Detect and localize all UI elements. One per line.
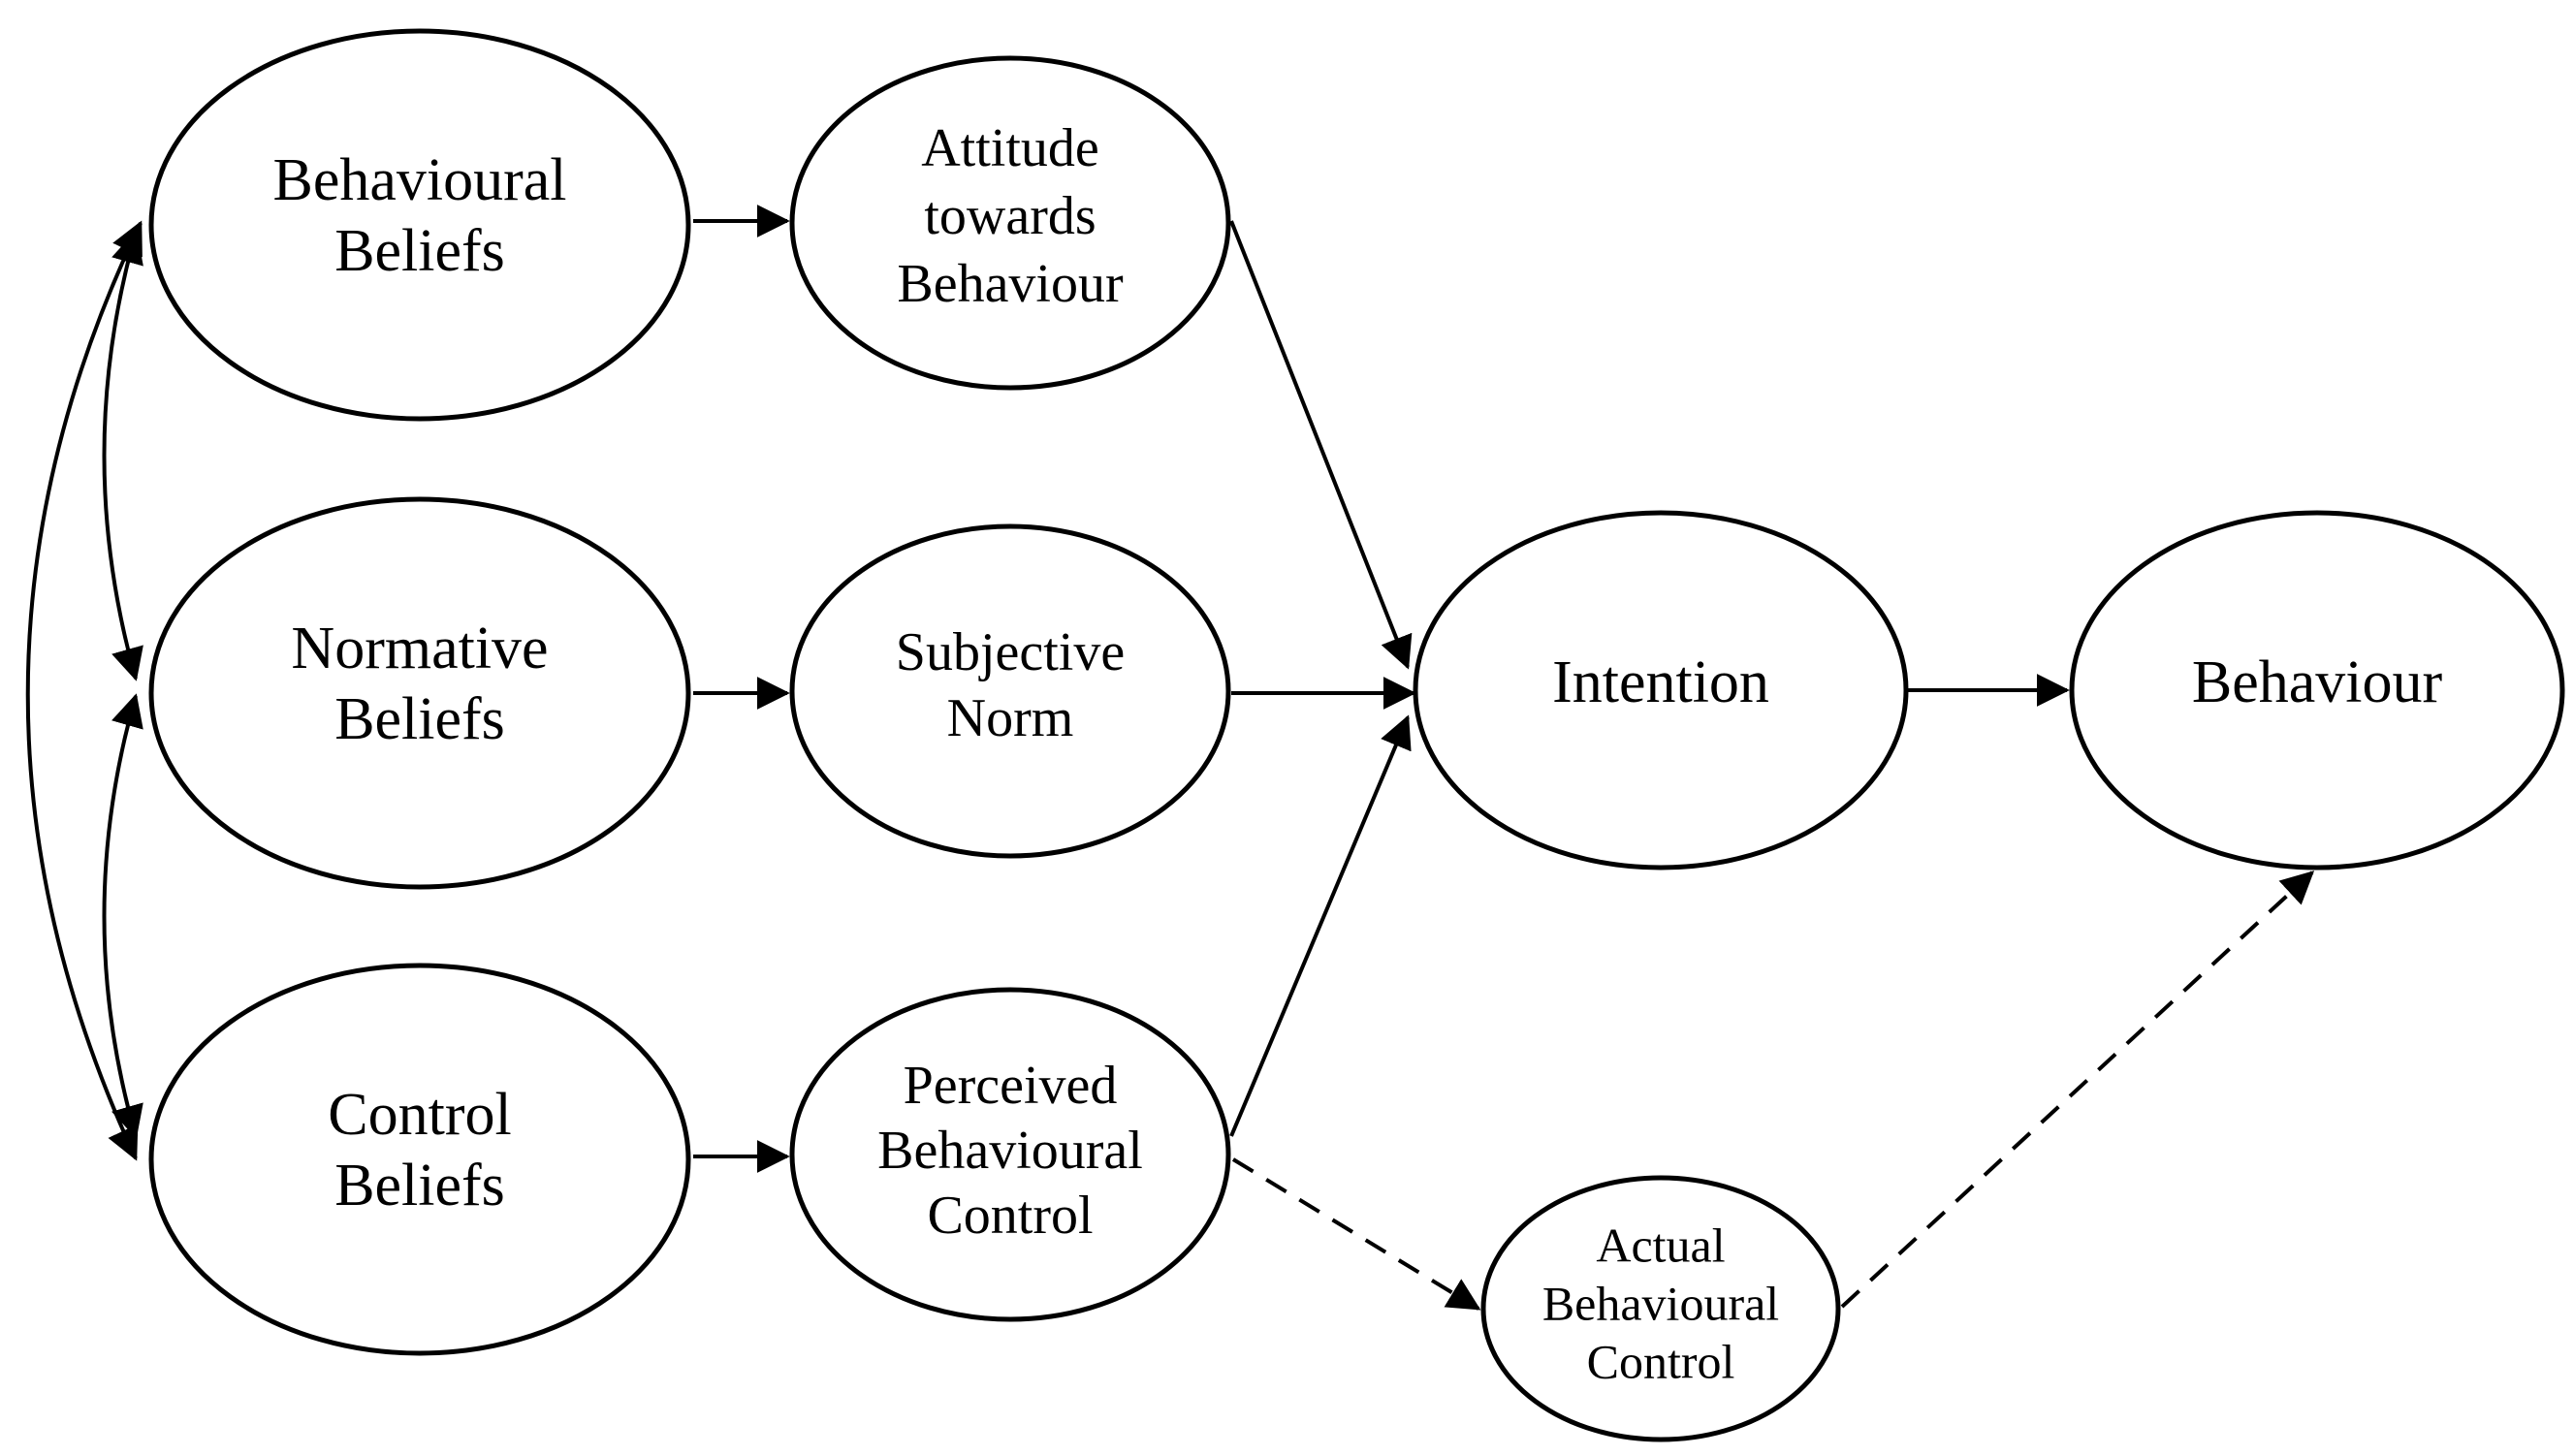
node-subjective-norm: Subjective Norm xyxy=(789,523,1231,859)
node-intention: Intention xyxy=(1413,510,1909,870)
node-label-line: Behavioural xyxy=(1542,1276,1779,1330)
node-label-line: Control xyxy=(1587,1334,1735,1388)
node-perceived-behavioural-control: Perceived Behavioural Control xyxy=(789,987,1231,1322)
edge-perceived-control-to-actual-control xyxy=(1231,1157,1481,1311)
node-label-line: Norm xyxy=(947,688,1074,748)
node-behaviour: Behaviour xyxy=(2069,510,2565,870)
node-behavioural-beliefs: Behavioural Beliefs xyxy=(148,28,691,422)
node-normative-beliefs: Normative Beliefs xyxy=(148,496,691,890)
edge-behavioural-to-control-beliefs xyxy=(25,220,143,1161)
node-label-line: Behavioural xyxy=(877,1121,1143,1181)
node-label-line: Intention xyxy=(1552,649,1769,715)
node-label-line: Normative xyxy=(291,616,548,681)
edge-actual-control-to-behaviour xyxy=(1840,870,2315,1309)
edge-normative-to-control-beliefs xyxy=(102,693,143,1139)
nodes: Behavioural Beliefs Normative Beliefs Co… xyxy=(148,28,2565,1442)
node-label-line: Attitude xyxy=(921,118,1099,178)
node-label-line: Beliefs xyxy=(334,686,505,752)
node-label-line: Actual xyxy=(1596,1218,1725,1272)
node-label-line: Behavioural xyxy=(272,147,566,213)
node-label-line: Perceived xyxy=(904,1056,1118,1116)
node-label-line: towards xyxy=(924,186,1096,246)
node-label-line: Behaviour xyxy=(2192,649,2443,715)
edges xyxy=(25,205,2315,1311)
node-label-line: Control xyxy=(927,1186,1093,1246)
node-control-beliefs: Control Beliefs xyxy=(148,963,691,1356)
edge-attitude-to-intention xyxy=(1229,220,1413,670)
node-label-line: Beliefs xyxy=(334,1153,505,1219)
edge-perceived-control-to-intention xyxy=(1229,714,1412,1137)
node-label-line: Subjective xyxy=(896,622,1125,682)
node-attitude-towards-behaviour: Attitude towards Behaviour xyxy=(789,55,1231,391)
node-actual-behavioural-control: Actual Behavioural Control xyxy=(1480,1175,1841,1442)
node-label-line: Control xyxy=(328,1082,511,1148)
node-label-line: Behaviour xyxy=(897,254,1124,314)
node-label-line: Beliefs xyxy=(334,218,505,284)
